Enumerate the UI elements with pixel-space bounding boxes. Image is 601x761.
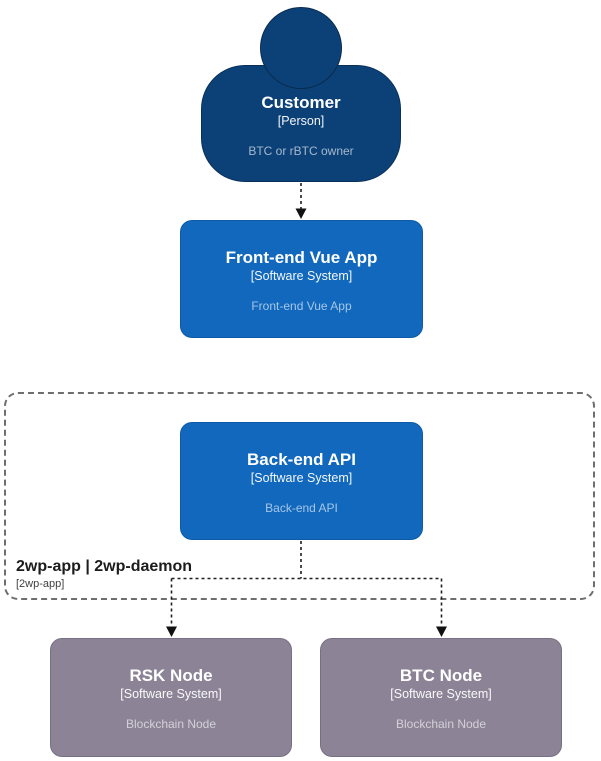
node-backend-title: Back-end API — [247, 450, 356, 469]
node-frontend-description: Front-end Vue App — [251, 299, 352, 313]
node-rsk-description: Blockchain Node — [125, 717, 217, 731]
node-rsk-type: [Software System] — [120, 687, 222, 701]
node-btc-node: BTC Node [Software System] Blockchain No… — [320, 638, 562, 757]
node-frontend-type: [Software System] — [250, 269, 353, 283]
node-frontend-vue-app: Front-end Vue App [Software System] Fron… — [180, 220, 423, 338]
boundary-label: 2wp-app | 2wp-daemon [2wp-app] — [16, 557, 192, 590]
edge-backend-rsk-arrowhead — [166, 626, 177, 637]
node-customer: Customer [Person] BTC or rBTC owner — [201, 65, 401, 182]
node-backend-type: [Software System] — [250, 471, 353, 485]
node-customer-type: [Person] — [277, 114, 325, 128]
node-btc-type: [Software System] — [390, 687, 492, 701]
node-frontend-title: Front-end Vue App — [225, 248, 378, 267]
node-backend-description: Back-end API — [265, 501, 338, 515]
boundary-2wp-app: 2wp-app | 2wp-daemon [2wp-app] — [4, 392, 595, 600]
node-customer-description: BTC or rBTC owner — [248, 144, 354, 158]
node-rsk-title: RSK Node — [129, 666, 213, 685]
node-customer-title: Customer — [261, 93, 341, 112]
edge-backend-btc-arrowhead — [436, 626, 447, 637]
boundary-title: 2wp-app | 2wp-daemon — [16, 558, 193, 575]
edge-customer-frontend-arrowhead — [295, 208, 307, 219]
node-rsk-node: RSK Node [Software System] Blockchain No… — [50, 638, 292, 757]
node-btc-title: BTC Node — [399, 666, 483, 685]
person-head-icon — [260, 7, 342, 89]
boundary-type-label: [2wp-app] — [16, 578, 65, 590]
node-backend-api: Back-end API [Software System] Back-end … — [180, 422, 423, 540]
node-btc-description: Blockchain Node — [395, 717, 487, 731]
